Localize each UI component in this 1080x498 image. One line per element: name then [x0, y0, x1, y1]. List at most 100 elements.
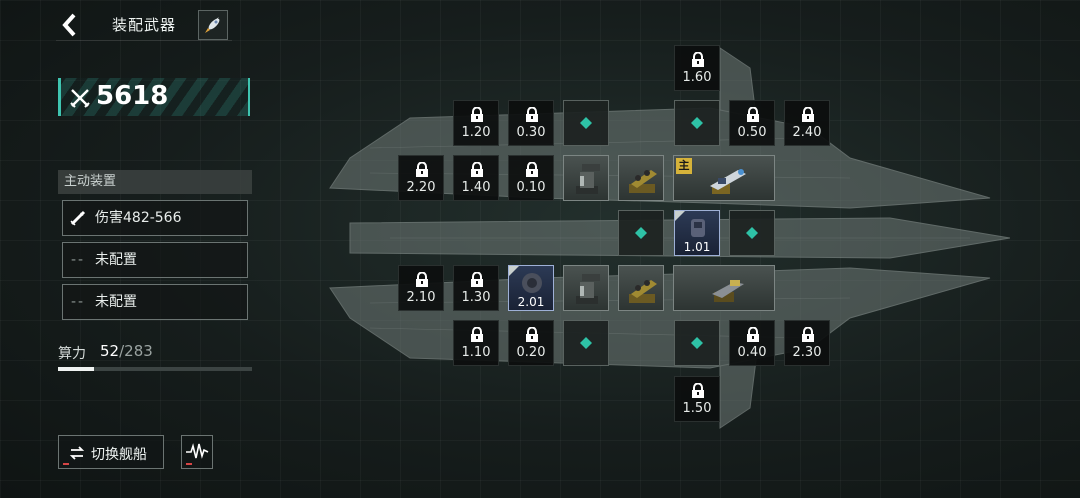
cannon-turret-icon	[576, 164, 600, 194]
locked-slot[interactable]: 1.20	[453, 100, 499, 146]
slot-value: 0.40	[737, 345, 767, 360]
empty-slot[interactable]	[563, 100, 609, 146]
rocket-button[interactable]	[198, 10, 228, 40]
warning-mark	[186, 463, 192, 465]
rail-gun-icon	[712, 280, 744, 302]
rocket-icon	[205, 17, 220, 33]
empty-slot[interactable]	[563, 320, 609, 366]
back-button[interactable]	[56, 10, 86, 40]
locked-slot[interactable]: 1.40	[453, 155, 499, 201]
diamond-icon	[635, 227, 647, 239]
heavy-weapon-slot[interactable]	[673, 265, 775, 311]
lock-icon	[747, 327, 759, 342]
selection-corner	[509, 266, 519, 276]
equipment-slot-3[interactable]: -- 未配置	[62, 284, 248, 320]
weapon-slot[interactable]	[563, 155, 609, 201]
slot-value: 0.50	[737, 125, 767, 140]
lock-icon	[526, 107, 538, 122]
weapon-slot[interactable]	[563, 265, 609, 311]
lock-icon	[692, 52, 704, 67]
diamond-icon	[691, 117, 703, 129]
lock-icon	[747, 107, 759, 122]
lock-icon	[471, 107, 483, 122]
waveform-icon	[186, 443, 209, 459]
locked-slot[interactable]: 1.30	[453, 265, 499, 311]
crossed-swords-icon	[70, 89, 90, 108]
lock-icon	[802, 107, 814, 122]
compute-max: /283	[119, 342, 153, 360]
lock-icon	[802, 327, 814, 342]
locked-slot[interactable]: 0.10	[508, 155, 554, 201]
empty-slot[interactable]	[729, 210, 775, 256]
locked-slot[interactable]: 0.50	[729, 100, 775, 146]
main-weapon-slot[interactable]: 主	[673, 155, 775, 201]
combat-power-value: 5618	[96, 81, 169, 111]
equipment-slot-1[interactable]: 伤害482-566	[62, 200, 248, 236]
slot-value: 1.40	[461, 180, 491, 195]
missile-launcher-icon	[629, 170, 657, 193]
equipment-slot-2[interactable]: -- 未配置	[62, 242, 248, 278]
device-module-icon	[691, 219, 705, 237]
locked-slot[interactable]: 1.10	[453, 320, 499, 366]
slot-value: 2.01	[517, 295, 545, 309]
selected-slot[interactable]: 2.01	[508, 265, 554, 311]
slot-value: 2.30	[792, 345, 822, 360]
combat-power-box: 5618	[58, 78, 250, 116]
empty-slot[interactable]	[674, 320, 720, 366]
compute-label: 算力	[58, 346, 86, 362]
switch-ship-label: 切换舰船	[91, 447, 147, 463]
lock-icon	[471, 272, 483, 287]
compute-value: 52/283	[100, 342, 153, 360]
empty-dash: --	[71, 252, 86, 268]
title-divider	[56, 40, 232, 41]
equipment-slot-label: 伤害482-566	[95, 210, 182, 226]
empty-slot[interactable]	[674, 100, 720, 146]
armor-module-icon	[522, 273, 542, 293]
diamond-icon	[580, 117, 592, 129]
lock-icon	[692, 383, 704, 398]
equipment-slot-label: 未配置	[95, 252, 137, 268]
empty-slot[interactable]	[618, 210, 664, 256]
locked-slot[interactable]: 2.20	[398, 155, 444, 201]
diamond-icon	[746, 227, 758, 239]
empty-dash: --	[71, 294, 86, 310]
warning-mark	[63, 463, 69, 465]
locked-slot[interactable]: 2.30	[784, 320, 830, 366]
selection-corner	[675, 211, 685, 221]
locked-slot[interactable]: 0.40	[729, 320, 775, 366]
waveform-button[interactable]	[181, 435, 213, 469]
equipment-header: 主动装置	[58, 170, 252, 194]
page-title: 装配武器	[112, 16, 177, 34]
lock-icon	[471, 327, 483, 342]
lock-icon	[471, 162, 483, 177]
locked-slot[interactable]: 0.20	[508, 320, 554, 366]
locked-slot[interactable]: 1.50	[674, 376, 720, 422]
switch-ship-button[interactable]: 切换舰船	[58, 435, 164, 469]
slot-value: 2.20	[406, 180, 436, 195]
lock-icon	[526, 162, 538, 177]
plasma-cannon-icon	[710, 169, 746, 194]
diamond-icon	[691, 337, 703, 349]
locked-slot[interactable]: 2.40	[784, 100, 830, 146]
swap-icon	[69, 446, 85, 460]
slot-value: 1.20	[461, 125, 491, 140]
equipment-slot-label: 未配置	[95, 294, 137, 310]
compute-progress-fill	[58, 367, 94, 371]
weapon-slot[interactable]	[618, 155, 664, 201]
locked-slot[interactable]: 2.10	[398, 265, 444, 311]
slot-value: 1.01	[683, 240, 711, 254]
missile-launcher-icon	[629, 280, 657, 303]
slot-value: 2.40	[792, 125, 822, 140]
cannon-turret-icon	[576, 274, 600, 304]
slot-value: 1.60	[682, 70, 712, 85]
lock-icon	[416, 162, 428, 177]
locked-slot[interactable]: 0.30	[508, 100, 554, 146]
diamond-icon	[580, 337, 592, 349]
locked-slot[interactable]: 1.60	[674, 45, 720, 91]
slot-value: 2.10	[406, 290, 436, 305]
rocket-icon	[70, 210, 86, 226]
slot-value: 1.50	[682, 401, 712, 416]
slot-value: 0.20	[516, 345, 546, 360]
selected-slot[interactable]: 1.01	[674, 210, 720, 256]
weapon-slot[interactable]	[618, 265, 664, 311]
